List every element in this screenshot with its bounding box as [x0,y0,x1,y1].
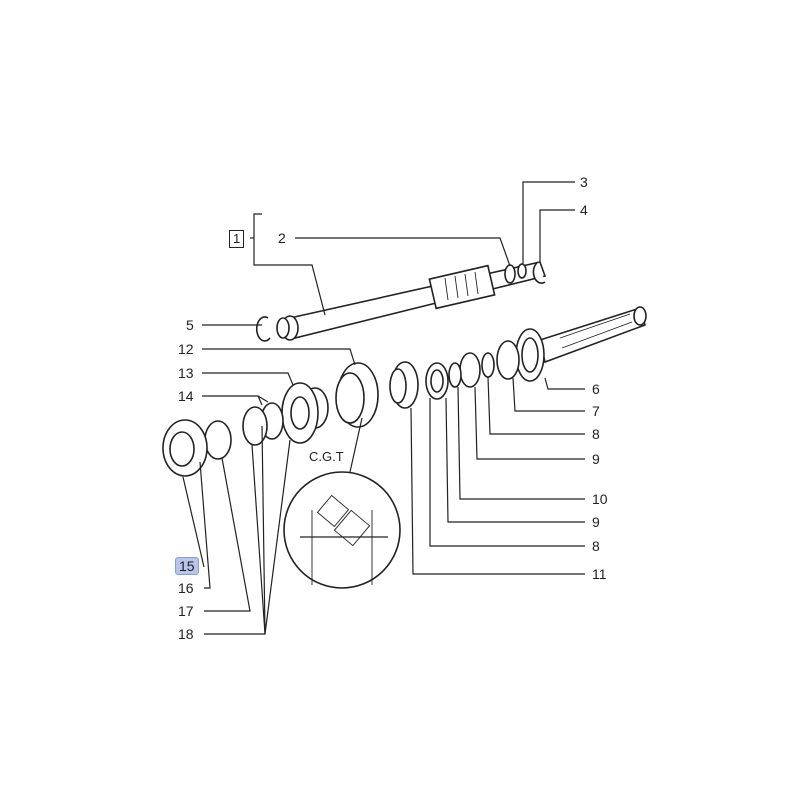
cgt-detail-inset [283,417,401,589]
callout-17[interactable]: 17 [178,603,194,619]
leader-lines [182,181,585,635]
callout-14[interactable]: 14 [178,388,194,404]
callout-3[interactable]: 3 [580,174,588,190]
callout-12[interactable]: 12 [178,341,194,357]
callout-13[interactable]: 13 [178,365,194,381]
callout-11[interactable]: 11 [592,566,607,582]
callout-8[interactable]: 8 [592,426,600,442]
callout-10[interactable]: 10 [592,491,608,507]
callout-9-lower[interactable]: 9 [592,514,600,530]
callout-2[interactable]: 2 [278,230,286,246]
callout-6[interactable]: 6 [592,381,600,397]
callout-8-lower[interactable]: 8 [592,538,600,554]
callout-15-selected[interactable]: 15 [175,557,199,575]
inset-label-cgt: C.G.T [309,449,344,464]
callout-5[interactable]: 5 [186,317,194,333]
callout-18[interactable]: 18 [178,626,194,642]
callout-7[interactable]: 7 [592,403,600,419]
callout-9[interactable]: 9 [592,451,600,467]
lower-shaft [162,306,647,477]
upper-shaft [255,261,547,342]
callout-16[interactable]: 16 [178,580,194,596]
callout-4[interactable]: 4 [580,202,588,218]
assembly-label-1[interactable]: 1 [229,230,245,248]
